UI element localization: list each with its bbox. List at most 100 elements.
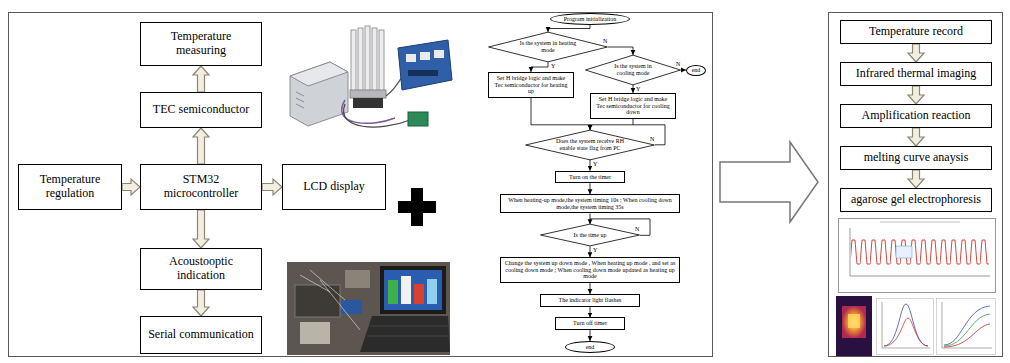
device-render-part [290,62,348,126]
node-text: Infrared thermal imaging [856,67,977,81]
node-text: LCD display [303,180,365,194]
diamond-outline [585,55,680,85]
device-render-part [365,26,370,92]
flow-connector [531,98,590,130]
node-text: Amplification reaction [862,109,971,123]
step-box: melting curve anaysis [840,146,992,170]
block-box: Serial communication [140,316,262,354]
thermal-image-part [836,296,872,356]
device-render-part [408,112,428,126]
device-render-part [344,104,410,127]
block-arrow-connector [908,128,924,146]
process-box: Change the system up down mode , When he… [500,257,680,283]
process-box: Turn off timer [555,317,625,330]
curve-plots-part [944,314,990,346]
node-text: Temperature measuring [146,30,256,58]
block-box: Temperature regulation [18,164,122,210]
flow-connector [548,25,590,32]
curve-plots-part [884,318,928,346]
block-arrow-connector [908,44,924,62]
node-text: TEC semiconductor [153,103,249,117]
device-render-part [358,28,363,92]
device-render-part [408,70,438,76]
device-render-part [406,54,416,62]
block-box: STM32 microcontroller [140,164,262,210]
node-text: STM32 microcontroller [146,173,256,201]
device-render-part [353,98,383,108]
device-render-part [379,30,384,92]
branch-label: N [649,136,655,142]
node-text: Is the system in heating mode [514,40,582,53]
plus-sign [398,188,436,226]
node-text: The indicator light flashes [559,297,622,304]
flow-connector [633,85,634,93]
block-box: Acoustooptic indication [140,248,262,290]
branch-label: N [602,38,608,44]
block-arrow-connector [908,170,924,188]
bench-photo-part [300,322,330,344]
node-text: Program initialization [564,16,617,23]
decision-diamond: Is the time up [540,224,640,246]
device-render-part [398,40,452,90]
bench-photo-part [342,300,362,314]
process-box: When heating-up mode,the system timing 1… [500,194,680,213]
curve-plots-part [882,302,883,348]
node-text: Temperature regulation [24,173,116,201]
node-text: Temperature record [869,25,963,39]
device-render-part [434,50,444,58]
block-box: LCD display [282,164,386,210]
bench-photo-part [380,266,446,314]
bench-photo-part [401,276,411,304]
block-arrow-connector [122,179,140,195]
node-text: melting curve anaysis [864,151,969,165]
temperature-chart [839,219,996,293]
bench-photo-part [287,262,450,355]
node-text: Is the time up [574,232,607,239]
device-render-part [350,90,386,98]
node-text: Turn on the timer [569,174,611,181]
branch-label: N [634,226,640,232]
branch-label: Y [635,86,641,92]
device-render [290,26,452,127]
thermal-image-part [842,306,866,338]
panel-frame-part [9,13,713,357]
block-arrow-connector [193,66,209,92]
node-text: Change the system up down mode , When he… [504,260,676,280]
device-render-part [342,100,395,123]
process-box: The indicator light flashes [540,294,640,307]
step-box: Amplification reaction [840,104,992,128]
terminal-oval: Program initialization [550,13,630,25]
bench-photo-part [370,326,448,327]
curve-plots [877,299,996,355]
device-render-part [296,92,304,96]
decision-diamond: Is the system in heating mode [488,32,608,62]
node-text: Serial communication [148,328,254,342]
decision-diamond: Is the system in cooling mode [585,55,681,85]
curve-plots-part [942,302,943,348]
node-text: end [586,344,595,351]
temperature-chart-part [850,276,990,277]
flow-connector [590,307,591,318]
block-arrow-connector [193,210,209,248]
branch-label: Y [550,63,556,69]
curve-plots-part [882,348,930,349]
device-render-part [351,30,356,92]
block-arrow-connector [193,290,209,316]
device-render-part [290,62,348,86]
node-text: Does the system receive RH enable state … [554,138,626,151]
block-arrow-connector [262,179,282,195]
device-render-part [296,98,304,102]
node-text: end [692,67,701,74]
branch-label: N [675,61,681,67]
plus-sign-part [411,188,423,226]
device-render-part [372,28,377,92]
node-text: agarose gel electrophoresis [851,193,981,207]
temperature-chart-part [839,219,996,293]
process-box: Set H bridge logic and make Tec semicond… [590,93,676,119]
flow-connector [531,62,548,72]
diamond-outline [526,130,655,160]
bench-photo [287,262,450,355]
bench-photo-part [414,284,424,304]
temperature-chart-part [850,228,851,276]
device-render-part [420,52,430,60]
